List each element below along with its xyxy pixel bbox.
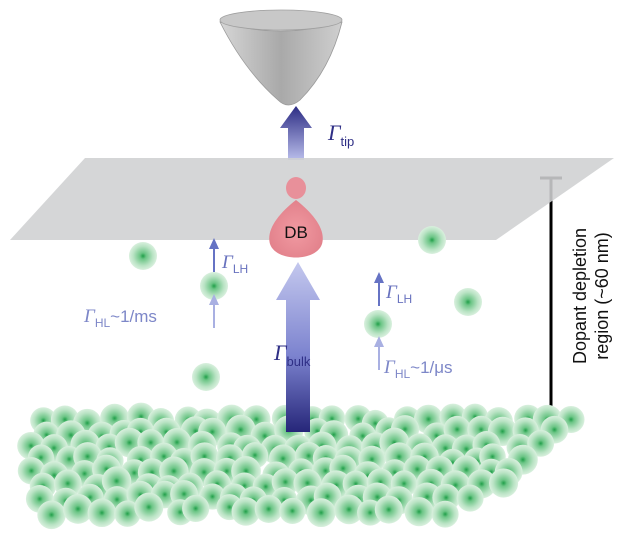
dopant-atom <box>454 288 482 316</box>
hl-arrow-left <box>209 294 219 328</box>
hl-arrow-right <box>374 336 384 370</box>
dopant-atom <box>231 497 260 526</box>
stm-tip <box>219 9 343 106</box>
dopant-atom <box>182 494 210 523</box>
lh-arrow-right <box>374 272 384 306</box>
dopant-atom <box>279 497 306 525</box>
dopant-atom <box>374 495 403 524</box>
dopant-atom <box>134 492 164 522</box>
dangling-bond <box>269 177 323 258</box>
dopant-atom <box>418 226 446 254</box>
dopant-atom <box>87 498 117 528</box>
dopant-atom <box>254 495 283 523</box>
svg-text:Dopant depletion: Dopant depletion <box>570 228 590 364</box>
dopant-atom <box>489 468 519 498</box>
depletion-region-bracket <box>540 176 562 416</box>
isolated-dopants <box>129 226 482 391</box>
dopant-atom <box>404 497 434 527</box>
depletion-region-label: Dopant depletion region (~60 nm) <box>570 228 612 364</box>
dopant-atom <box>364 310 392 338</box>
dopant-atom <box>334 494 364 525</box>
dopant-atom <box>192 363 220 391</box>
lh-arrow-left <box>209 238 219 272</box>
dopant-atom <box>37 500 66 530</box>
dopant-atom <box>306 498 336 528</box>
svg-text:region (~60 nm): region (~60 nm) <box>592 232 612 360</box>
dopant-atom <box>129 242 157 270</box>
dopant-atom <box>456 484 484 512</box>
dopant-atom <box>200 272 228 300</box>
surface-plane <box>10 158 614 240</box>
bulk-supply-arrow <box>276 262 320 432</box>
gamma-lh-right-label: ΓLH <box>385 282 412 306</box>
gamma-tip-label: Γtip <box>327 120 354 149</box>
db-label: DB <box>284 223 308 242</box>
dopant-atom <box>63 494 93 524</box>
tip-tunneling-arrow <box>280 106 312 160</box>
gamma-hl-left-label: ΓHL~1/ms <box>83 306 157 330</box>
dopant-atom <box>431 500 459 528</box>
gamma-lh-left-label: ΓLH <box>221 252 248 276</box>
bulk-dopant-layer <box>17 402 585 530</box>
dopant-atom <box>114 500 141 527</box>
gamma-hl-right-label: ΓHL~1/μs <box>383 357 453 381</box>
gamma-bulk-label: Γbulk <box>273 340 311 369</box>
